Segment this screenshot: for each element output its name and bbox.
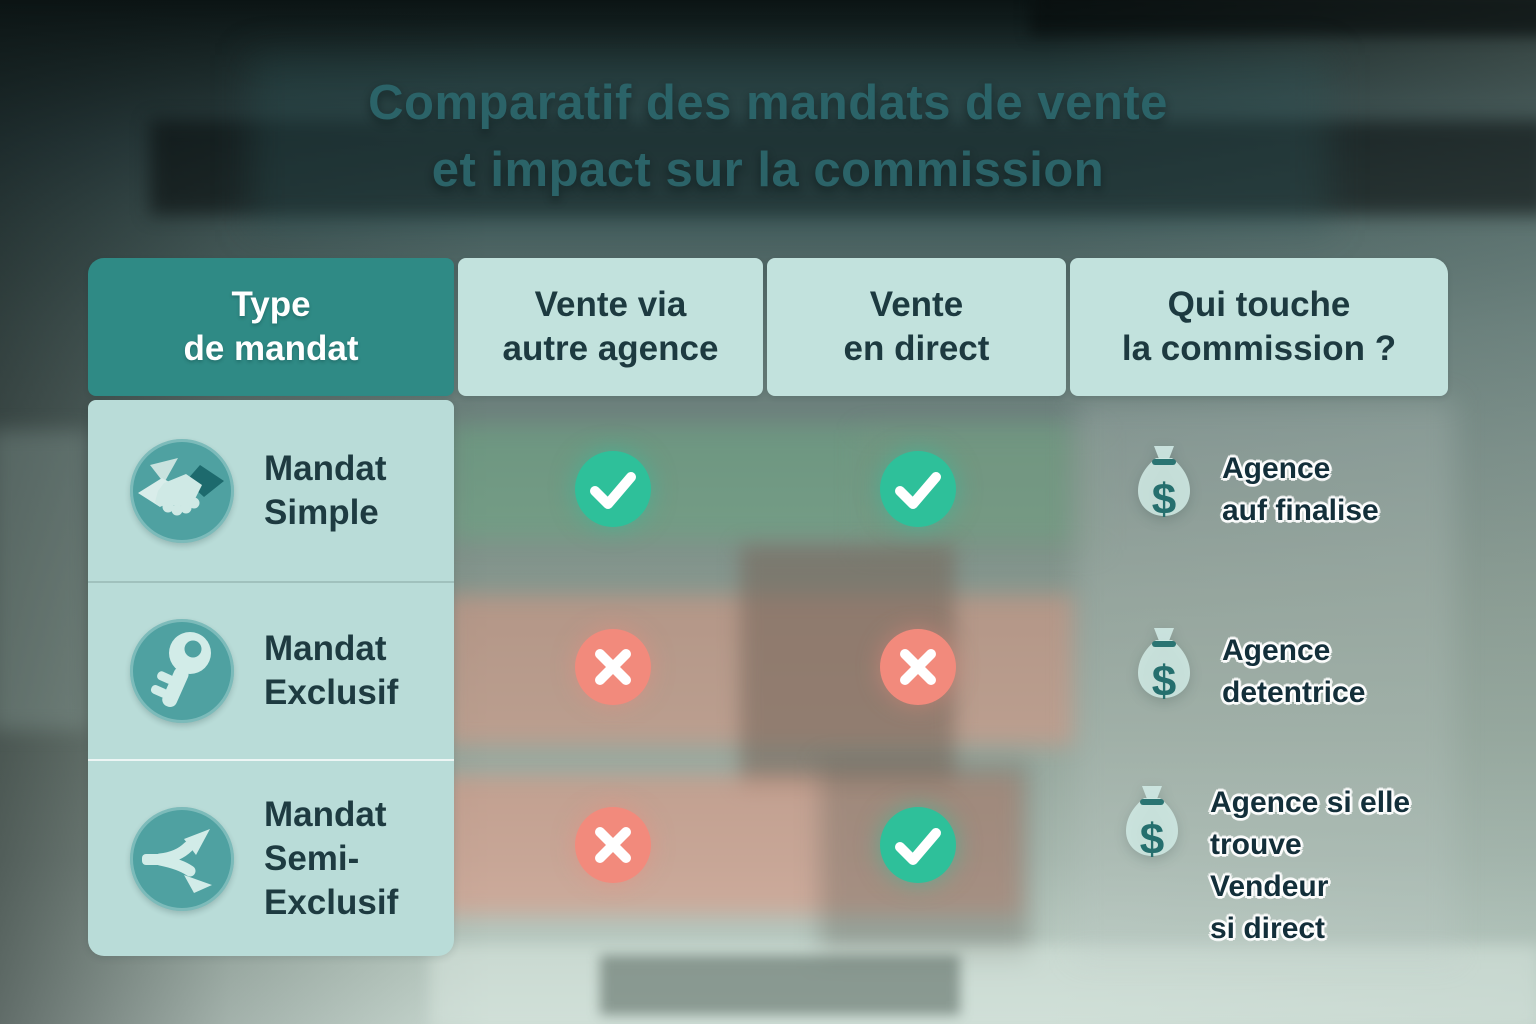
commission-cell: $ Agence detentrice	[1128, 624, 1365, 720]
background-streak	[600, 955, 960, 1015]
commission-line: trouve	[1210, 828, 1302, 861]
money-bag-icon: $	[1128, 624, 1200, 720]
mandate-name-line: Mandat	[264, 629, 387, 668]
commission-line: Agence si elle	[1210, 786, 1411, 819]
header-qui-touche-la-commission: Qui touche la commission ?	[1070, 258, 1448, 396]
commission-text: Agence si elle trouve Vendeur si direct	[1210, 782, 1410, 950]
commission-line: Agence	[1222, 634, 1331, 667]
page-title: Comparatif des mandats de vente et impac…	[0, 70, 1536, 204]
mandate-name-line: Mandat	[264, 794, 387, 834]
background-streak	[445, 595, 1075, 745]
header-label: en direct	[843, 329, 990, 368]
table-row-mandat-exclusif: Mandat Exclusif	[88, 581, 454, 759]
money-bag-icon: $	[1128, 442, 1200, 538]
title-line-1: Comparatif des mandats de vente	[368, 76, 1168, 130]
mandate-name: Mandat Semi- Exclusif	[264, 793, 398, 925]
dollar-glyph: $	[1152, 475, 1176, 524]
mandate-name-line: Simple	[264, 492, 379, 532]
commission-cell: $ Agence si elle trouve Vendeur si direc…	[1116, 782, 1410, 950]
split-arrows-icon	[130, 806, 234, 911]
title-line-2: et impact sur la commission	[431, 143, 1105, 197]
mandate-name-line: Exclusif	[264, 673, 399, 712]
background-streak	[430, 945, 1536, 1024]
mandate-name-line: Mandat	[264, 448, 387, 488]
commission-line: Vendeur	[1210, 870, 1329, 903]
header-label: de mandat	[183, 329, 359, 368]
table-row-mandat-simple: Mandat Simple	[88, 400, 454, 581]
background-streak	[450, 425, 1070, 540]
check-icon	[880, 807, 956, 883]
commission-text: Agence auf finalise	[1222, 448, 1379, 532]
table-row-mandat-semi-exclusif: Mandat Semi- Exclusif	[88, 759, 454, 956]
check-icon	[880, 451, 956, 527]
header-label: autre agence	[502, 329, 719, 368]
cross-icon	[575, 807, 651, 883]
key-icon	[130, 619, 234, 723]
handshake-icon	[130, 438, 234, 543]
commission-cell: $ Agence auf finalise	[1128, 442, 1379, 538]
dollar-glyph: $	[1152, 657, 1176, 706]
header-label: Type	[231, 285, 311, 324]
commission-text: Agence detentrice	[1222, 630, 1365, 714]
mandate-name: Mandat Simple	[264, 447, 387, 535]
check-icon	[575, 451, 651, 527]
header-label: Vente	[869, 285, 964, 324]
cross-icon	[880, 629, 956, 705]
header-label: Qui touche	[1167, 285, 1351, 324]
mandate-name-line: Exclusif	[264, 882, 399, 922]
header-type-de-mandat: Type de mandat	[88, 258, 454, 396]
background-streak	[0, 430, 90, 730]
commission-line: si direct	[1210, 912, 1326, 945]
dollar-glyph: $	[1140, 815, 1164, 864]
commission-line: Agence	[1222, 452, 1331, 485]
header-vente-en-direct: Vente en direct	[767, 258, 1066, 396]
mandate-name-line: Semi-	[264, 838, 360, 878]
commission-line: auf finalise	[1222, 494, 1379, 527]
header-vente-via-autre-agence: Vente via autre agence	[458, 258, 763, 396]
commission-line: detentrice	[1222, 676, 1366, 709]
header-label: la commission ?	[1121, 329, 1397, 368]
mandate-name: Mandat Exclusif	[264, 627, 398, 715]
header-label: Vente via	[534, 285, 687, 324]
cross-icon	[575, 629, 651, 705]
background-streak	[1030, 0, 1536, 36]
mandate-type-column: Mandat Simple Mandat Exclusif	[88, 400, 454, 956]
money-bag-icon: $	[1116, 782, 1188, 878]
